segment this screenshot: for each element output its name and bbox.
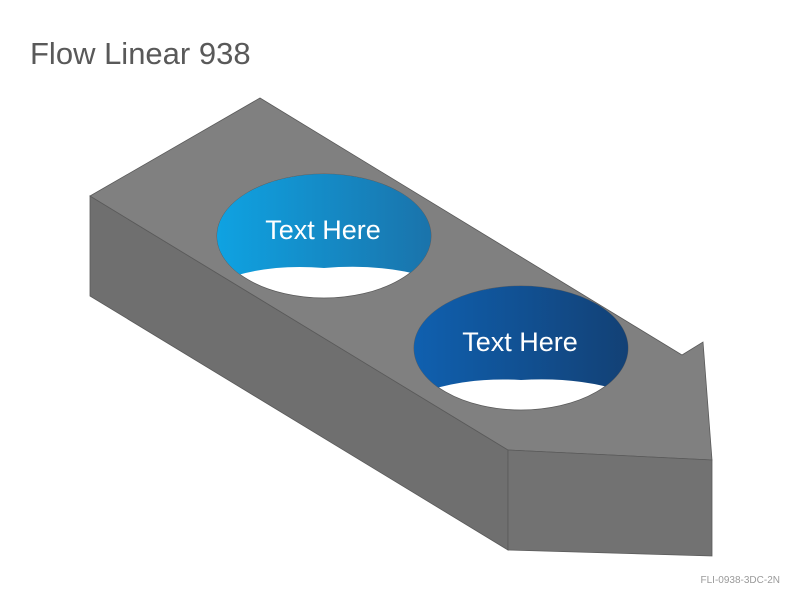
step-2-label: Text Here bbox=[462, 327, 578, 357]
step-1-disc bbox=[217, 174, 431, 290]
step-1-label: Text Here bbox=[265, 215, 381, 245]
slide-title: Flow Linear 938 bbox=[30, 36, 251, 71]
arrow-front-face bbox=[507, 449, 713, 557]
step-2: Text Here bbox=[413, 285, 629, 411]
slide-code: FLI-0938-3DC-2N bbox=[700, 575, 780, 586]
step-1: Text Here bbox=[216, 173, 432, 299]
step-2-disc bbox=[414, 286, 628, 402]
